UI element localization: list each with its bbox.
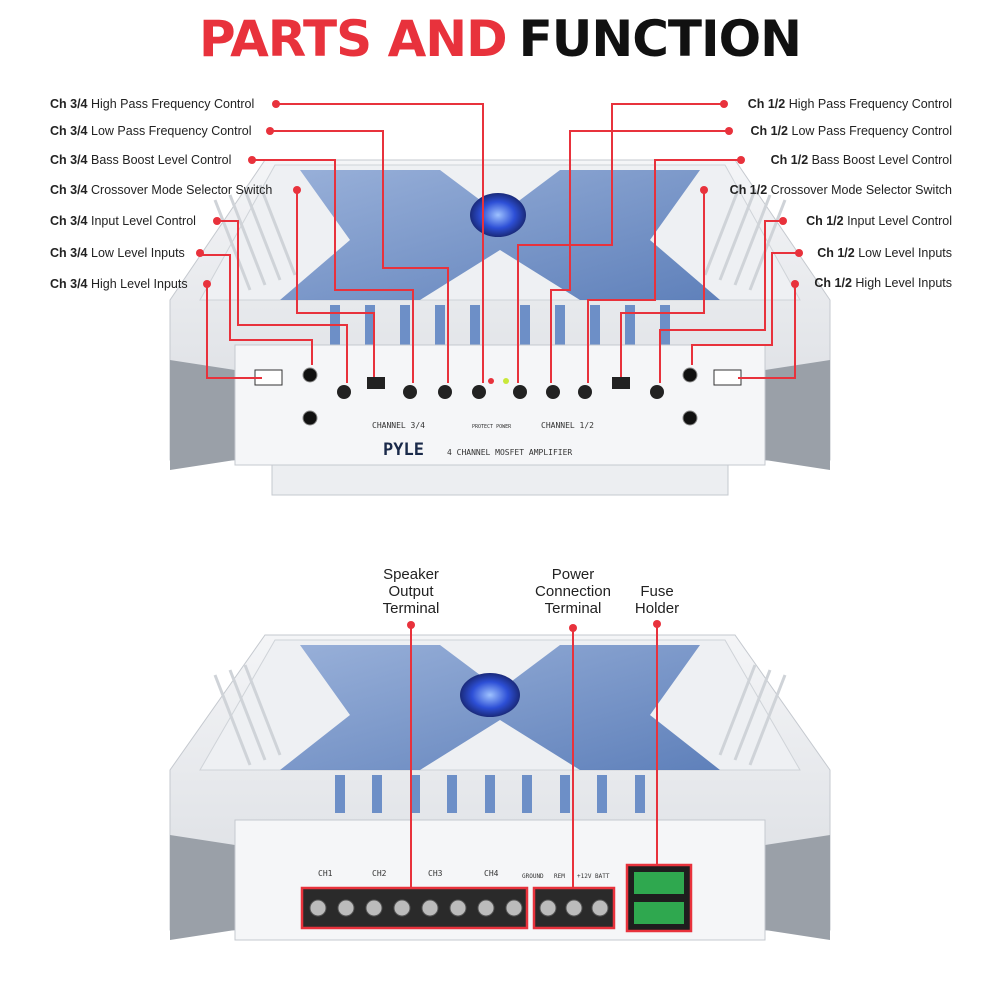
bottom-callouts [410, 624, 658, 888]
label-ch12-crossover: Ch 1/2 Crossover Mode Selector Switch [729, 183, 952, 197]
bottom-amplifier: CH1 CH2 CH3 CH4 GROUND REM +12V BATT [169, 634, 831, 941]
ch34-lpf-knob[interactable] [438, 385, 452, 399]
channel-12-text: CHANNEL 1/2 [541, 421, 594, 430]
label-ch34-lpf: Ch 3/4 Low Pass Frequency Control [50, 124, 252, 138]
top-amplifier: PYLE 4 CHANNEL MOSFET AMPLIFIER CHANNEL … [169, 159, 831, 496]
label-ch12-lpf: Ch 1/2 Low Pass Frequency Control [750, 124, 953, 138]
label-ch12-low-inputs: Ch 1/2 Low Level Inputs [817, 246, 952, 260]
ch4-rca-input[interactable] [302, 367, 318, 383]
ch12-hpf-knob[interactable] [513, 385, 527, 399]
channel-34-text: CHANNEL 3/4 [372, 421, 425, 430]
ch1-rca-input[interactable] [682, 410, 698, 426]
ground-terminal-label: GROUND [522, 873, 544, 880]
ch3-rca-input[interactable] [302, 410, 318, 426]
label-ch34-hpf: Ch 3/4 High Pass Frequency Control [50, 97, 255, 111]
batt-terminal-label: +12V BATT [577, 873, 610, 880]
label-ch12-hpf: Ch 1/2 High Pass Frequency Control [747, 97, 952, 111]
ch12-lpf-knob[interactable] [546, 385, 560, 399]
ch12-bass-boost-knob[interactable] [578, 385, 592, 399]
logo-light-icon [470, 193, 526, 237]
title-part-2: FUNCTION [518, 10, 802, 68]
label-ch12-high-inputs: Ch 1/2 High Level Inputs [814, 276, 952, 290]
bottom-logo-light-icon [460, 673, 520, 717]
bottom-callout-dots [407, 620, 661, 632]
label-ch34-crossover: Ch 3/4 Crossover Mode Selector Switch [50, 183, 273, 197]
power-led-icon [503, 378, 509, 384]
top-right-callouts [517, 103, 799, 383]
ch2-rca-input[interactable] [682, 367, 698, 383]
ch12-high-level-input[interactable] [713, 369, 742, 386]
ch12-input-level-knob[interactable] [650, 385, 664, 399]
rem-terminal-label: REM [554, 873, 565, 880]
top-controls [254, 367, 742, 426]
amp-model-text: 4 CHANNEL MOSFET AMPLIFIER [447, 448, 572, 457]
amp-brand-text: PYLE [383, 440, 424, 460]
protect-power-text: PROTECT POWER [472, 424, 512, 430]
label-ch12-bass-boost: Ch 1/2 Bass Boost Level Control [770, 153, 952, 167]
label-ch34-high-inputs: Ch 3/4 High Level Inputs [50, 277, 188, 291]
label-ch34-low-inputs: Ch 3/4 Low Level Inputs [50, 246, 185, 260]
ch2-terminal-label: CH2 [372, 869, 387, 878]
ch34-bass-boost-knob[interactable] [403, 385, 417, 399]
ch4-terminal-label: CH4 [484, 869, 499, 878]
title-part-1: PARTS AND [199, 10, 508, 68]
ch1-terminal-label: CH1 [318, 869, 333, 878]
top-left-callouts [199, 103, 484, 383]
label-ch34-bass-boost: Ch 3/4 Bass Boost Level Control [50, 153, 232, 167]
label-power-connection: Power Connection Terminal [535, 566, 611, 617]
top-callout-dots [196, 100, 803, 288]
ch3-terminal-label: CH3 [428, 869, 443, 878]
label-fuse-holder: Fuse Holder [634, 583, 680, 617]
label-ch12-input-level: Ch 1/2 Input Level Control [806, 214, 952, 228]
protect-led-icon [488, 378, 494, 384]
label-speaker-output: Speaker Output Terminal [382, 566, 440, 617]
ch34-input-level-knob[interactable] [337, 385, 351, 399]
ch12-crossover-switch[interactable] [612, 377, 630, 389]
label-ch34-input-level: Ch 3/4 Input Level Control [50, 214, 196, 228]
ch34-hpf-knob[interactable] [472, 385, 486, 399]
ch34-crossover-switch[interactable] [367, 377, 385, 389]
